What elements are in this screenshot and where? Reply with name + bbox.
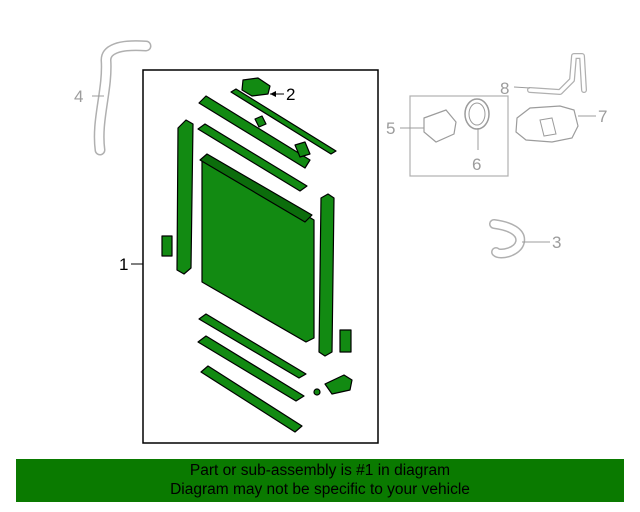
lower-hose-inner: [490, 220, 524, 258]
arrow-2: [270, 91, 276, 97]
thermostat-gasket-inner: [468, 102, 486, 126]
water-inlet-neck: [539, 117, 557, 137]
callout-7: 7: [598, 107, 607, 126]
assembly-frame: [142, 69, 379, 444]
drain-cock: [324, 374, 353, 395]
callout-8: 8: [500, 79, 509, 98]
drain-washer: [313, 388, 321, 396]
left-bracket: [161, 235, 173, 257]
top-seal-strip: [230, 88, 337, 155]
leader-8: [513, 86, 531, 89]
core-top-rail: [199, 153, 313, 223]
upper-tank-neck: [254, 115, 267, 128]
callout-2: 2: [286, 85, 295, 104]
radiator-assembly[interactable]: [161, 77, 353, 433]
upper-tank: [198, 95, 311, 169]
callout-3: 3: [552, 233, 561, 252]
bypass-pipe-inner: [528, 54, 586, 94]
callout-1: 1: [119, 255, 128, 274]
lower-seal: [200, 365, 303, 433]
callout-4: 4: [74, 87, 83, 106]
upper-hose-inner: [95, 41, 150, 154]
left-side-tank: [176, 119, 194, 275]
upper-tank-outlet: [294, 141, 311, 158]
radiator-cap: [241, 77, 271, 97]
right-bracket: [339, 329, 352, 353]
thermostat-group-box: [409, 95, 509, 177]
upper-support: [197, 123, 308, 192]
banner-line-2: Diagram may not be specific to your vehi…: [170, 481, 470, 498]
callout-5: 5: [386, 119, 395, 138]
callout-6: 6: [472, 155, 481, 174]
lower-tank: [197, 335, 305, 402]
info-banner: Part or sub-assembly is #1 in diagram Di…: [16, 459, 624, 502]
banner-line-1: Part or sub-assembly is #1 in diagram: [189, 462, 451, 479]
thermostat: [423, 109, 457, 143]
right-side-tank: [318, 193, 335, 357]
bypass-pipe: [527, 53, 587, 95]
lower-support: [198, 313, 307, 379]
